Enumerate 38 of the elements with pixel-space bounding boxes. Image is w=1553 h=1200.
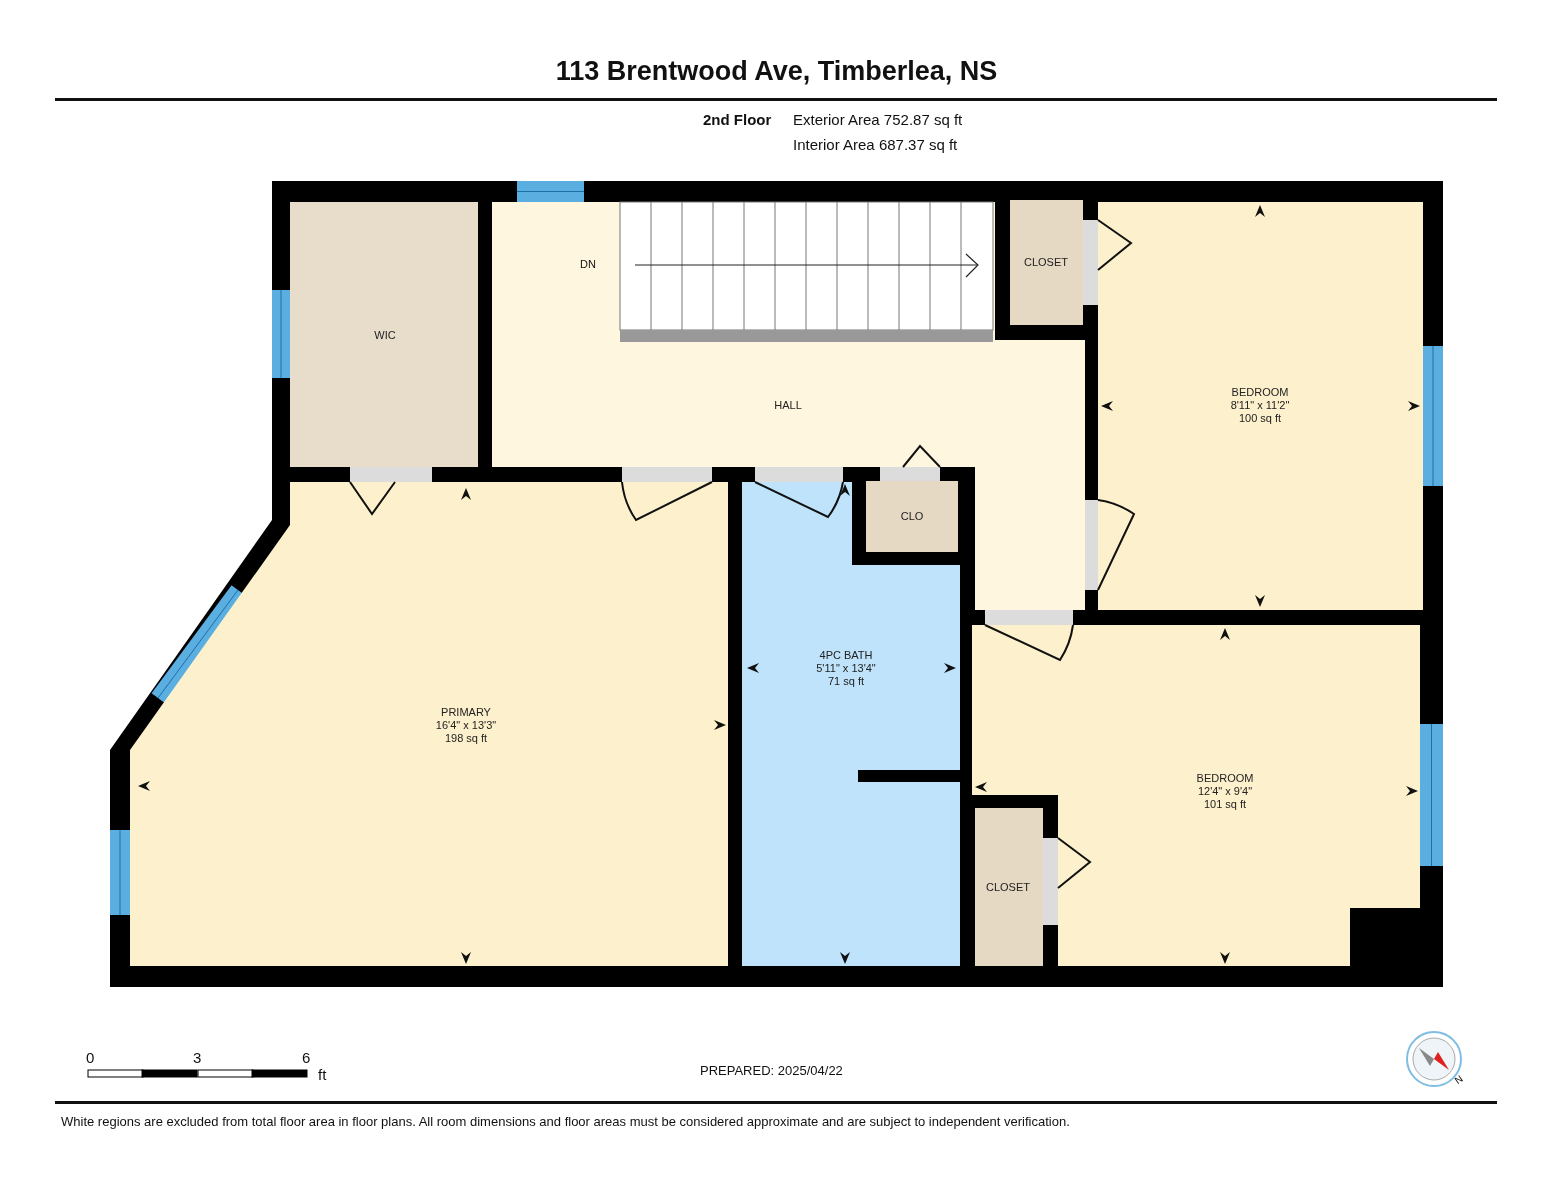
date-note: PREPARED: 2025/04/22 bbox=[700, 1063, 843, 1078]
room-name: CLOSET bbox=[986, 880, 1030, 894]
closet-room bbox=[866, 481, 958, 552]
scale-unit: ft bbox=[318, 1066, 327, 1083]
room-name: BEDROOM bbox=[1196, 771, 1254, 785]
closet-room bbox=[975, 808, 1043, 966]
disclaimer-note: White regions are excluded from total floor area in floor plans. All room dimensions and floor areas must be considered approximate and are subject to independent verification. bbox=[61, 1114, 1070, 1129]
area-note: Exterior Area 752.87 sq ft bbox=[793, 111, 963, 128]
stairs-label: DN bbox=[580, 258, 596, 270]
room-name: 4PC BATH bbox=[818, 648, 874, 662]
scale-label: 6 bbox=[302, 1049, 311, 1066]
closet-room bbox=[290, 202, 478, 467]
room-name: HALL bbox=[774, 398, 802, 412]
room-dimensions: 5'11" x 13'4" bbox=[816, 661, 876, 675]
room-dimensions: 12'4" x 9'4" bbox=[1196, 784, 1254, 798]
room-area: 101 sq ft bbox=[1196, 797, 1254, 811]
room-area: 71 sq ft bbox=[816, 674, 876, 688]
room-name: BEDROOM bbox=[1230, 385, 1290, 399]
scale-label: 3 bbox=[193, 1049, 202, 1066]
hall-room bbox=[492, 202, 995, 467]
closet-room bbox=[1010, 200, 1083, 325]
bedroom-room bbox=[1098, 202, 1423, 610]
area-note: Interior Area 687.37 sq ft bbox=[793, 136, 958, 153]
bedroom-room bbox=[1058, 625, 1420, 966]
room-dimensions: 8'11" x 11'2" bbox=[1230, 398, 1290, 412]
compass-label: N bbox=[1452, 1072, 1465, 1087]
room-name: CLOSET bbox=[1024, 255, 1068, 269]
room-name: CLO bbox=[900, 509, 924, 523]
room-area: 198 sq ft bbox=[435, 731, 497, 745]
floor-name: 2nd Floor bbox=[703, 111, 772, 128]
bathroom-room bbox=[742, 565, 960, 966]
room-name: PRIMARY bbox=[440, 705, 492, 719]
room-area: 100 sq ft bbox=[1230, 411, 1290, 425]
room-name: WIC bbox=[374, 328, 396, 342]
scale-label: 0 bbox=[86, 1049, 95, 1066]
title: 113 Brentwood Ave, Timberlea, NS bbox=[554, 56, 999, 87]
bedroom-room bbox=[130, 482, 728, 966]
room-dimensions: 16'4" x 13'3" bbox=[435, 718, 497, 732]
